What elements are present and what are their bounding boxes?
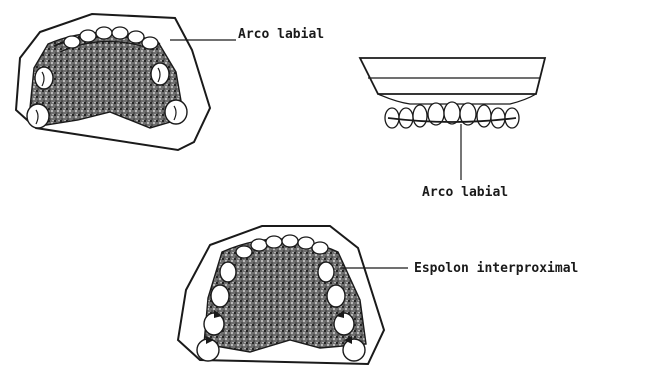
label-arco-labial-top: Arco labial: [238, 27, 324, 42]
front-view-appliance: [360, 58, 545, 128]
front-teeth: [385, 102, 519, 128]
cast-base-front: [360, 58, 545, 94]
gingiva-arch: [378, 94, 536, 104]
upper-appliance-cast: [16, 14, 210, 150]
label-espolon-interproximal: Espolon interproximal: [414, 261, 578, 276]
label-arco-labial-front: Arco labial: [422, 185, 508, 200]
lower-appliance-cast: [178, 226, 384, 364]
